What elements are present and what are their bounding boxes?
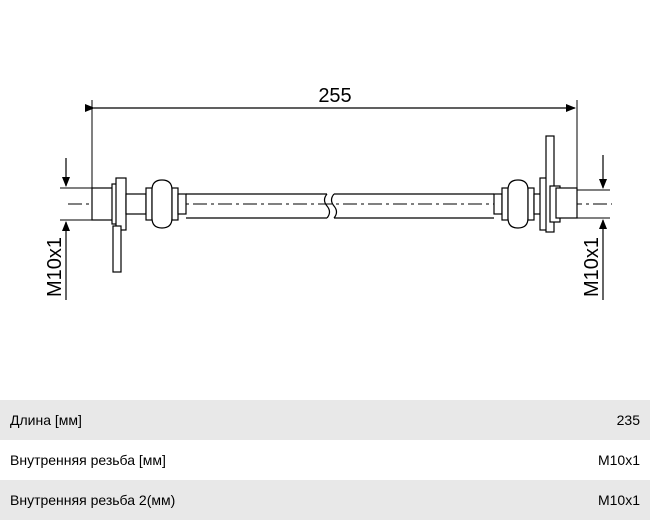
spec-row-length: Длина [мм] 235: [0, 400, 650, 440]
left-fitting: [91, 177, 187, 273]
spec-label: Длина [мм]: [10, 412, 82, 428]
length-dimension: 255: [85, 85, 578, 196]
spec-row-thread-1: Внутренняя резьба [мм] M10x1: [0, 440, 650, 480]
right-thread-callout: M10x1: [577, 155, 610, 300]
right-fitting: [493, 135, 578, 233]
left-thread-callout: M10x1: [44, 158, 92, 300]
left-thread-label: M10x1: [44, 237, 66, 297]
spec-row-thread-2: Внутренняя резьба 2(мм) M10x1: [0, 480, 650, 520]
length-dimension-label: 255: [318, 85, 351, 107]
spec-value: M10x1: [597, 492, 640, 508]
spec-label: Внутренняя резьба [мм]: [10, 452, 166, 468]
right-thread-label: M10x1: [581, 237, 603, 297]
spec-value: 235: [616, 412, 640, 428]
spec-label: Внутренняя резьба 2(мм): [10, 492, 176, 508]
hose-body: [186, 193, 494, 219]
spec-value: M10x1: [597, 452, 640, 468]
brake-hose-drawing: 255 M10x1: [44, 85, 612, 300]
spec-table: Длина [мм] 235 Внутренняя резьба [мм] M1…: [0, 400, 650, 520]
